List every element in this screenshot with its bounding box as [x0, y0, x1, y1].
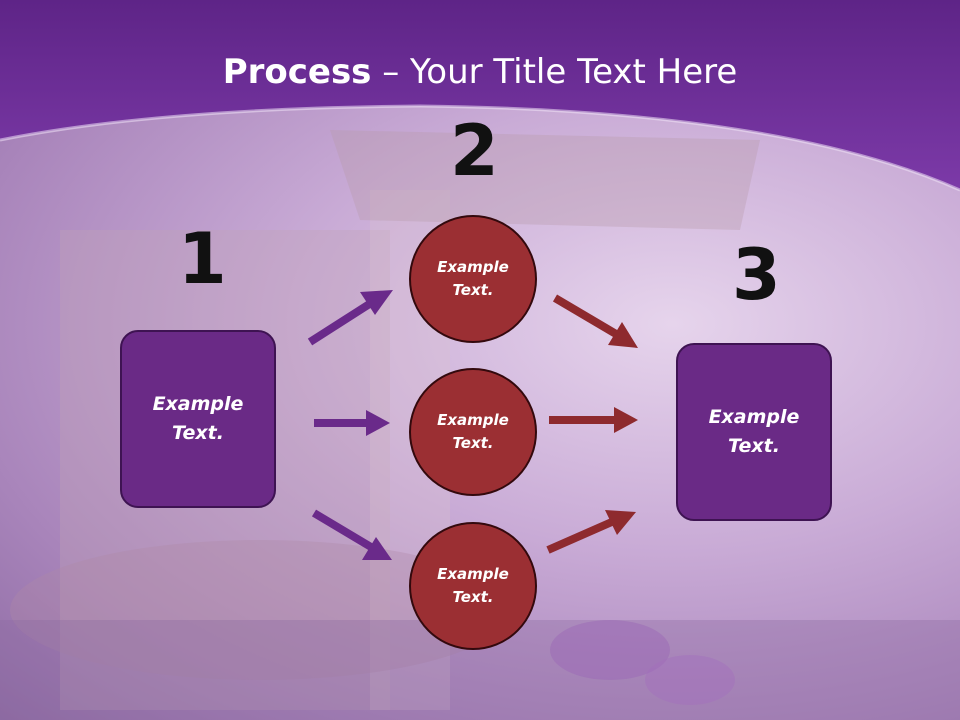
arrow-from-top-circle [552, 294, 638, 348]
process-circle-middle: Example Text. [409, 368, 537, 496]
arrow-from-middle-circle [549, 407, 638, 433]
step-number-3: 3 [732, 234, 781, 316]
step-number-1: 1 [178, 218, 227, 300]
step-number-2: 2 [450, 110, 499, 192]
right-process-box: Example Text. [676, 343, 832, 521]
left-process-box: Example Text. [120, 330, 276, 508]
slide-title: Process – Your Title Text Here [0, 52, 960, 92]
arrow-to-bottom-circle [311, 509, 392, 560]
title-rest: – Your Title Text Here [371, 52, 738, 92]
arrow-to-top-circle [307, 290, 393, 346]
arrow-from-bottom-circle [546, 510, 636, 554]
process-circle-bottom: Example Text. [409, 522, 537, 650]
title-bold: Process [222, 52, 372, 92]
process-circle-top: Example Text. [409, 215, 537, 343]
arrow-to-middle-circle [314, 410, 390, 436]
